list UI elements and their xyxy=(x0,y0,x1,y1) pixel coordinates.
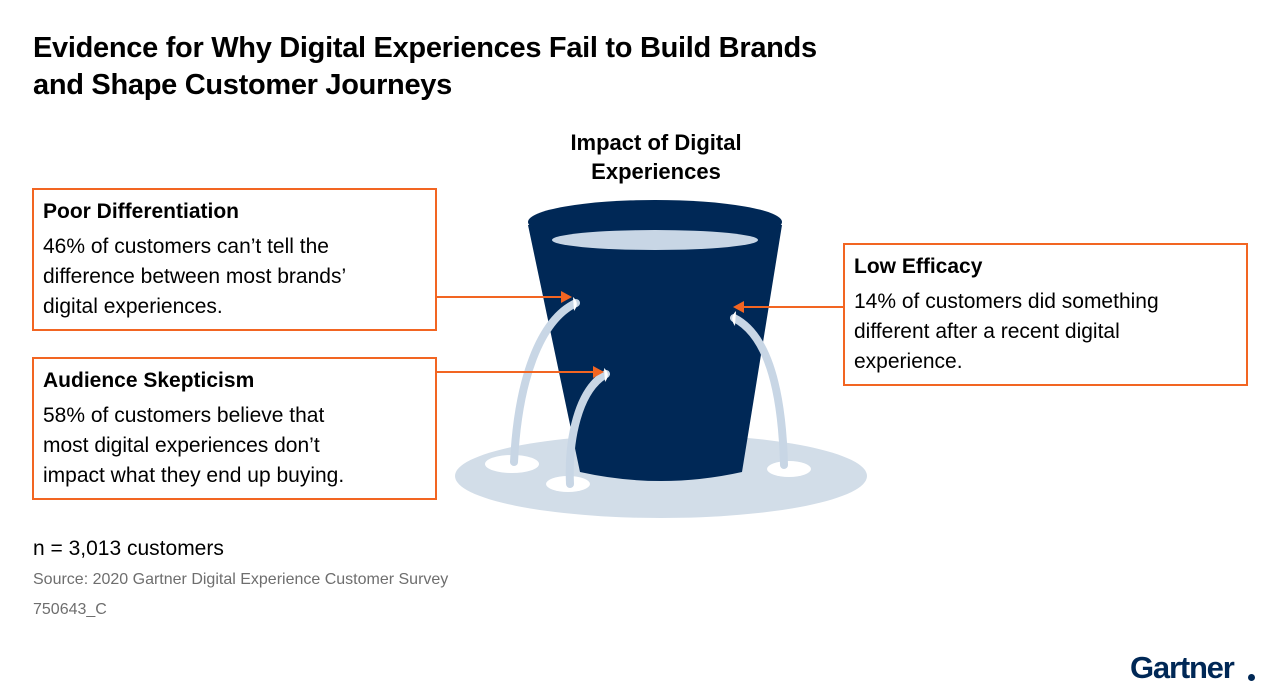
leak-left xyxy=(510,299,580,466)
audience-skepticism-text: 58% of customers believe that most digit… xyxy=(43,401,425,491)
bucket-water xyxy=(552,230,758,250)
low-efficacy-text: 14% of customers did something different… xyxy=(854,287,1236,377)
puddle-splashes xyxy=(485,455,811,492)
leak-right xyxy=(730,314,788,469)
low-efficacy-line-2: different after a recent digital xyxy=(854,320,1120,343)
figure-code: 750643_C xyxy=(33,601,107,618)
source-note: Source: 2020 Gartner Digital Experience … xyxy=(33,571,449,588)
gartner-logo: Gartner xyxy=(1130,650,1235,685)
bucket xyxy=(528,225,782,481)
poor-differentiation-heading: Poor Differentiation xyxy=(43,200,240,223)
bucket-label-line-2: Experiences xyxy=(591,159,721,184)
low-efficacy-box: Low Efficacy 14% of customers did someth… xyxy=(843,243,1248,386)
bucket-label-line-1: Impact of Digital xyxy=(570,130,742,155)
leak-middle xyxy=(565,370,610,488)
audience-skepticism-heading: Audience Skepticism xyxy=(43,369,255,392)
poor-differentiation-text: 46% of customers can’t tell the differen… xyxy=(43,232,425,322)
audience-skepticism-line-3: impact what they end up buying. xyxy=(43,464,345,487)
page-title-line-1: Evidence for Why Digital Experiences Fai… xyxy=(33,32,817,64)
poor-differentiation-line-1: 46% of customers can’t tell the xyxy=(43,235,329,258)
audience-skepticism-line-1: 58% of customers believe that xyxy=(43,404,325,427)
poor-differentiation-line-3: digital experiences. xyxy=(43,295,223,318)
audience-skepticism-box: Audience Skepticism 58% of customers bel… xyxy=(32,357,437,500)
poor-differentiation-line-2: difference between most brands’ xyxy=(43,265,347,288)
page-title: Evidence for Why Digital Experiences Fai… xyxy=(33,30,1033,104)
low-efficacy-line-1: 14% of customers did something xyxy=(854,290,1159,313)
low-efficacy-heading: Low Efficacy xyxy=(854,255,983,278)
sample-size: n = 3,013 customers xyxy=(33,537,224,560)
bucket-label: Impact of Digital Experiences xyxy=(530,128,782,186)
page-title-line-2: and Shape Customer Journeys xyxy=(33,69,452,101)
gartner-logo-dot xyxy=(1248,674,1255,681)
connector-arrows xyxy=(437,291,843,378)
water-leaks xyxy=(510,299,788,488)
low-efficacy-line-3: experience. xyxy=(854,350,963,373)
poor-differentiation-box: Poor Differentiation 46% of customers ca… xyxy=(32,188,437,331)
audience-skepticism-line-2: most digital experiences don’t xyxy=(43,434,320,457)
